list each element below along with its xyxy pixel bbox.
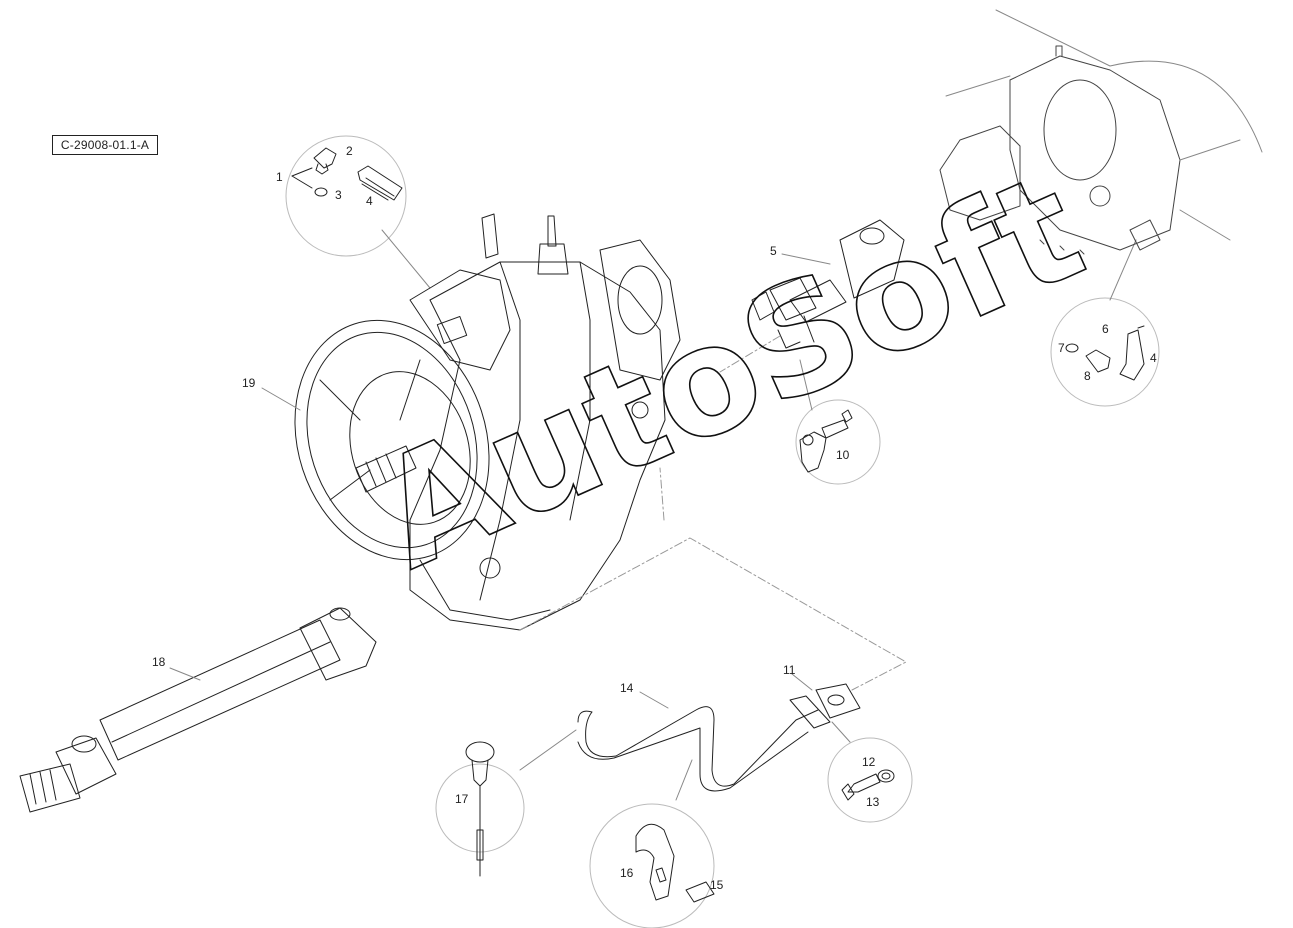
detail-circle-fittings-right: [1050, 239, 1160, 407]
transmission-housing: [294, 213, 681, 631]
callout-17: 17: [455, 792, 469, 806]
leader-lines: [169, 253, 831, 709]
callout-7: 7: [1058, 341, 1065, 355]
callout-12: 12: [862, 755, 876, 769]
callout-15: 15: [710, 878, 724, 892]
callout-18: 18: [152, 655, 166, 669]
long-drive-shaft: [19, 607, 377, 813]
detail-circle-bolt-washer: [827, 721, 913, 823]
assembly-lines: [519, 335, 907, 691]
callout-6: 6: [1102, 322, 1109, 336]
detail-circle-clamp: [589, 759, 715, 928]
detail-circle-dipstick: [435, 729, 577, 877]
callout-10: 10: [836, 448, 850, 462]
autosoft-watermark: AutoSoft: [354, 141, 1106, 603]
detail-circle-fittings-top: [285, 135, 431, 289]
callout-14: 14: [620, 681, 634, 695]
oil-filler-tube: [577, 683, 861, 792]
callout-8: 8: [1084, 369, 1091, 383]
callout-4-top: 4: [366, 194, 373, 208]
reference-code-label: C-29008-01.1-A: [52, 135, 158, 155]
callout-2: 2: [346, 144, 353, 158]
callout-3: 3: [335, 188, 342, 202]
callout-4-right: 4: [1150, 351, 1157, 365]
detail-circle-bracket: [795, 359, 881, 485]
callout-19: 19: [242, 376, 256, 390]
callout-16: 16: [620, 866, 634, 880]
short-drive-shaft: [751, 219, 905, 349]
callout-1: 1: [276, 170, 283, 184]
callout-13: 13: [866, 795, 880, 809]
callout-5: 5: [770, 244, 777, 258]
callout-11: 11: [783, 663, 796, 677]
axle-housing: [939, 9, 1263, 255]
